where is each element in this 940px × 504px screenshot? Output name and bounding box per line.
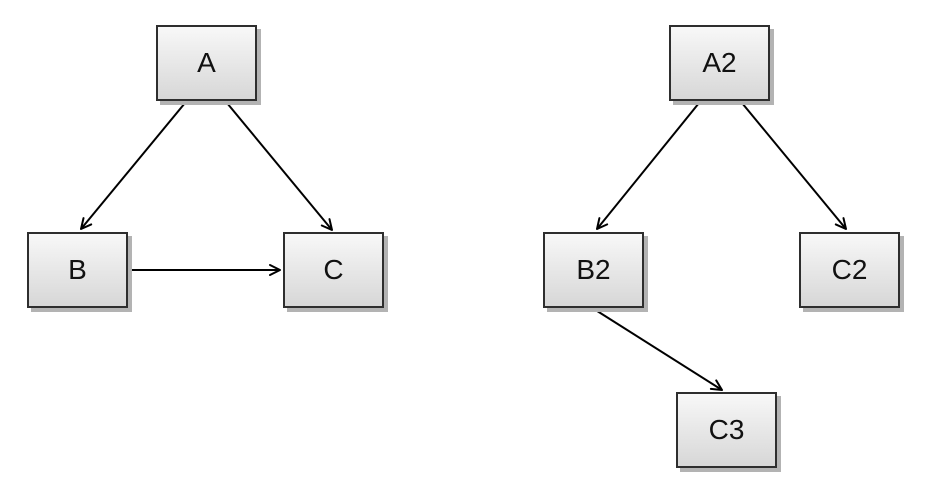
node-A-label: A xyxy=(197,47,216,78)
edge-A-to-C xyxy=(226,102,333,231)
node-A2[interactable]: A2 xyxy=(669,25,770,101)
edge-B2-to-C3 xyxy=(593,308,723,391)
node-B-label: B xyxy=(68,254,87,285)
node-A[interactable]: A xyxy=(156,25,257,101)
node-C-label: C xyxy=(323,254,344,285)
edge-A2-to-B2 xyxy=(596,102,700,230)
node-A2-label: A2 xyxy=(702,47,737,78)
edge-A-to-B xyxy=(80,102,186,230)
node-C3[interactable]: C3 xyxy=(676,392,777,468)
node-C[interactable]: C xyxy=(283,232,384,308)
node-C2-label: C2 xyxy=(831,254,868,285)
node-B2-label: B2 xyxy=(576,254,611,285)
node-C2[interactable]: C2 xyxy=(799,232,900,308)
node-B[interactable]: B xyxy=(27,232,128,308)
node-C3-label: C3 xyxy=(708,414,745,445)
node-B2[interactable]: B2 xyxy=(543,232,644,308)
edge-A2-to-C2 xyxy=(741,102,847,230)
